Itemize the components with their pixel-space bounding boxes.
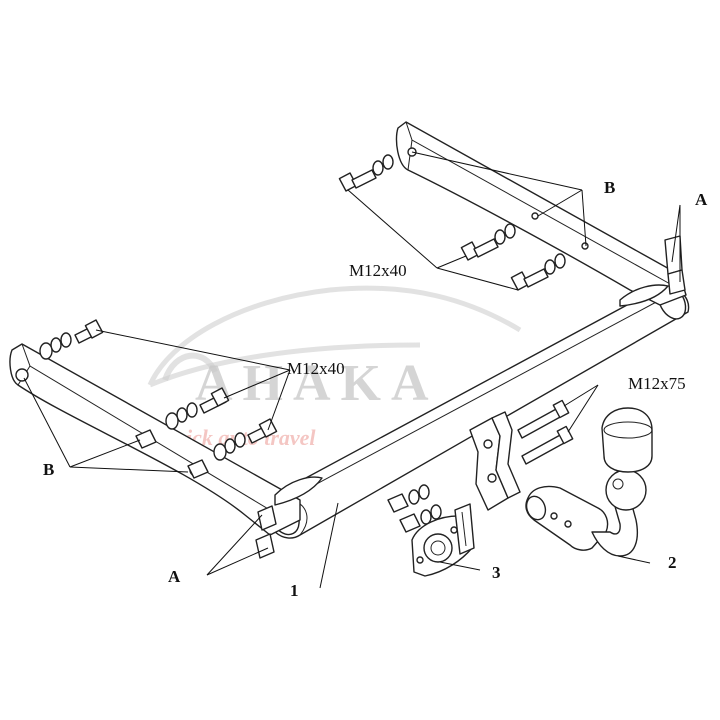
right-arm-bolt-set-middle (460, 223, 516, 261)
label-b-right: B (604, 178, 615, 197)
tow-ball-neck (525, 407, 653, 557)
label-m12x40-left: M12x40 (287, 359, 345, 378)
watermark-car-outline (147, 285, 522, 388)
leader-lines (23, 151, 681, 589)
label-m12x40-right: M12x40 (349, 261, 407, 280)
ball-mount-bracket (469, 399, 574, 511)
label-b-left: B (43, 460, 54, 479)
watermark: AHAKA pick auto travel (147, 285, 522, 450)
right-arm-bolt-set-lower (510, 253, 566, 291)
left-arm-bolt-set-upper (39, 319, 104, 360)
label-a-left: A (168, 567, 181, 586)
label-part-1: 1 (290, 581, 299, 600)
socket-mounting-plate (411, 503, 475, 577)
callout-labels: A A B B M12x40 M12x40 M12x75 1 2 3 (43, 178, 708, 600)
left-arm-nuts (135, 429, 209, 479)
label-part-2: 2 (668, 553, 677, 572)
label-part-3: 3 (492, 563, 501, 582)
bracket-nut-set (387, 484, 442, 533)
label-m12x75: M12x75 (628, 374, 686, 393)
watermark-brand: AHAKA (195, 355, 439, 412)
label-a-right: A (695, 190, 708, 209)
watermark-car-wheel (162, 352, 218, 382)
left-arm-bolt-set-middle (165, 387, 230, 430)
right-arm-bolt-set-upper (338, 154, 394, 192)
right-side-arm (395, 121, 687, 307)
left-arm-bolt-set-lower (213, 418, 278, 461)
credit-mark: allegro.pl (8, 701, 57, 715)
